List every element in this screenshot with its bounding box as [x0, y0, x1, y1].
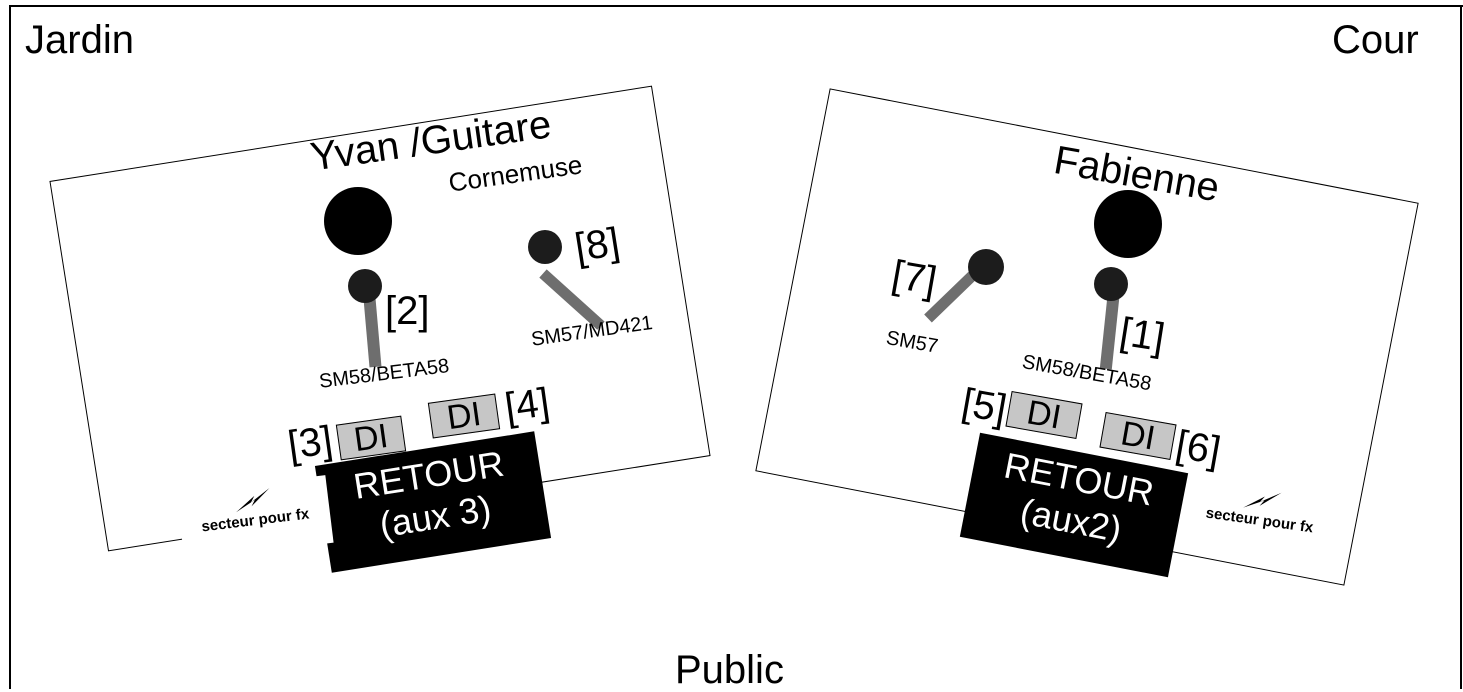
left-vocal-mic-icon	[340, 265, 400, 370]
cour-label: Cour	[1332, 18, 1419, 62]
right-musician-head	[1094, 190, 1162, 258]
lightning-icon	[236, 488, 270, 513]
jardin-label: Jardin	[25, 18, 134, 62]
left-di-a-channel: [3]	[285, 418, 336, 468]
left-vocal-mic-channel: [2]	[385, 289, 430, 333]
right-di-b-channel: [6]	[1172, 422, 1224, 474]
left-inst-mic-channel: [8]	[571, 219, 623, 271]
left-di-b-channel: [4]	[502, 380, 553, 430]
right-vocal-mic-icon	[1088, 265, 1148, 370]
lightning-icon	[1243, 492, 1282, 508]
right-inst-mic-icon	[920, 245, 1010, 330]
left-musician-head	[324, 187, 392, 255]
right-di-a-channel: [5]	[958, 380, 1010, 432]
frame-top-border	[9, 5, 1463, 7]
public-label: Public	[675, 648, 784, 692]
frame-left-border	[9, 5, 11, 689]
right-power-outlet: secteur pour fx	[1184, 474, 1336, 560]
right-vocal-mic-channel: [1]	[1116, 309, 1168, 361]
left-power-outlet: secteur pour fx	[176, 475, 334, 561]
right-inst-mic-channel: [7]	[888, 252, 940, 304]
left-inst-mic-icon	[528, 228, 618, 330]
frame-right-border	[1460, 5, 1462, 689]
